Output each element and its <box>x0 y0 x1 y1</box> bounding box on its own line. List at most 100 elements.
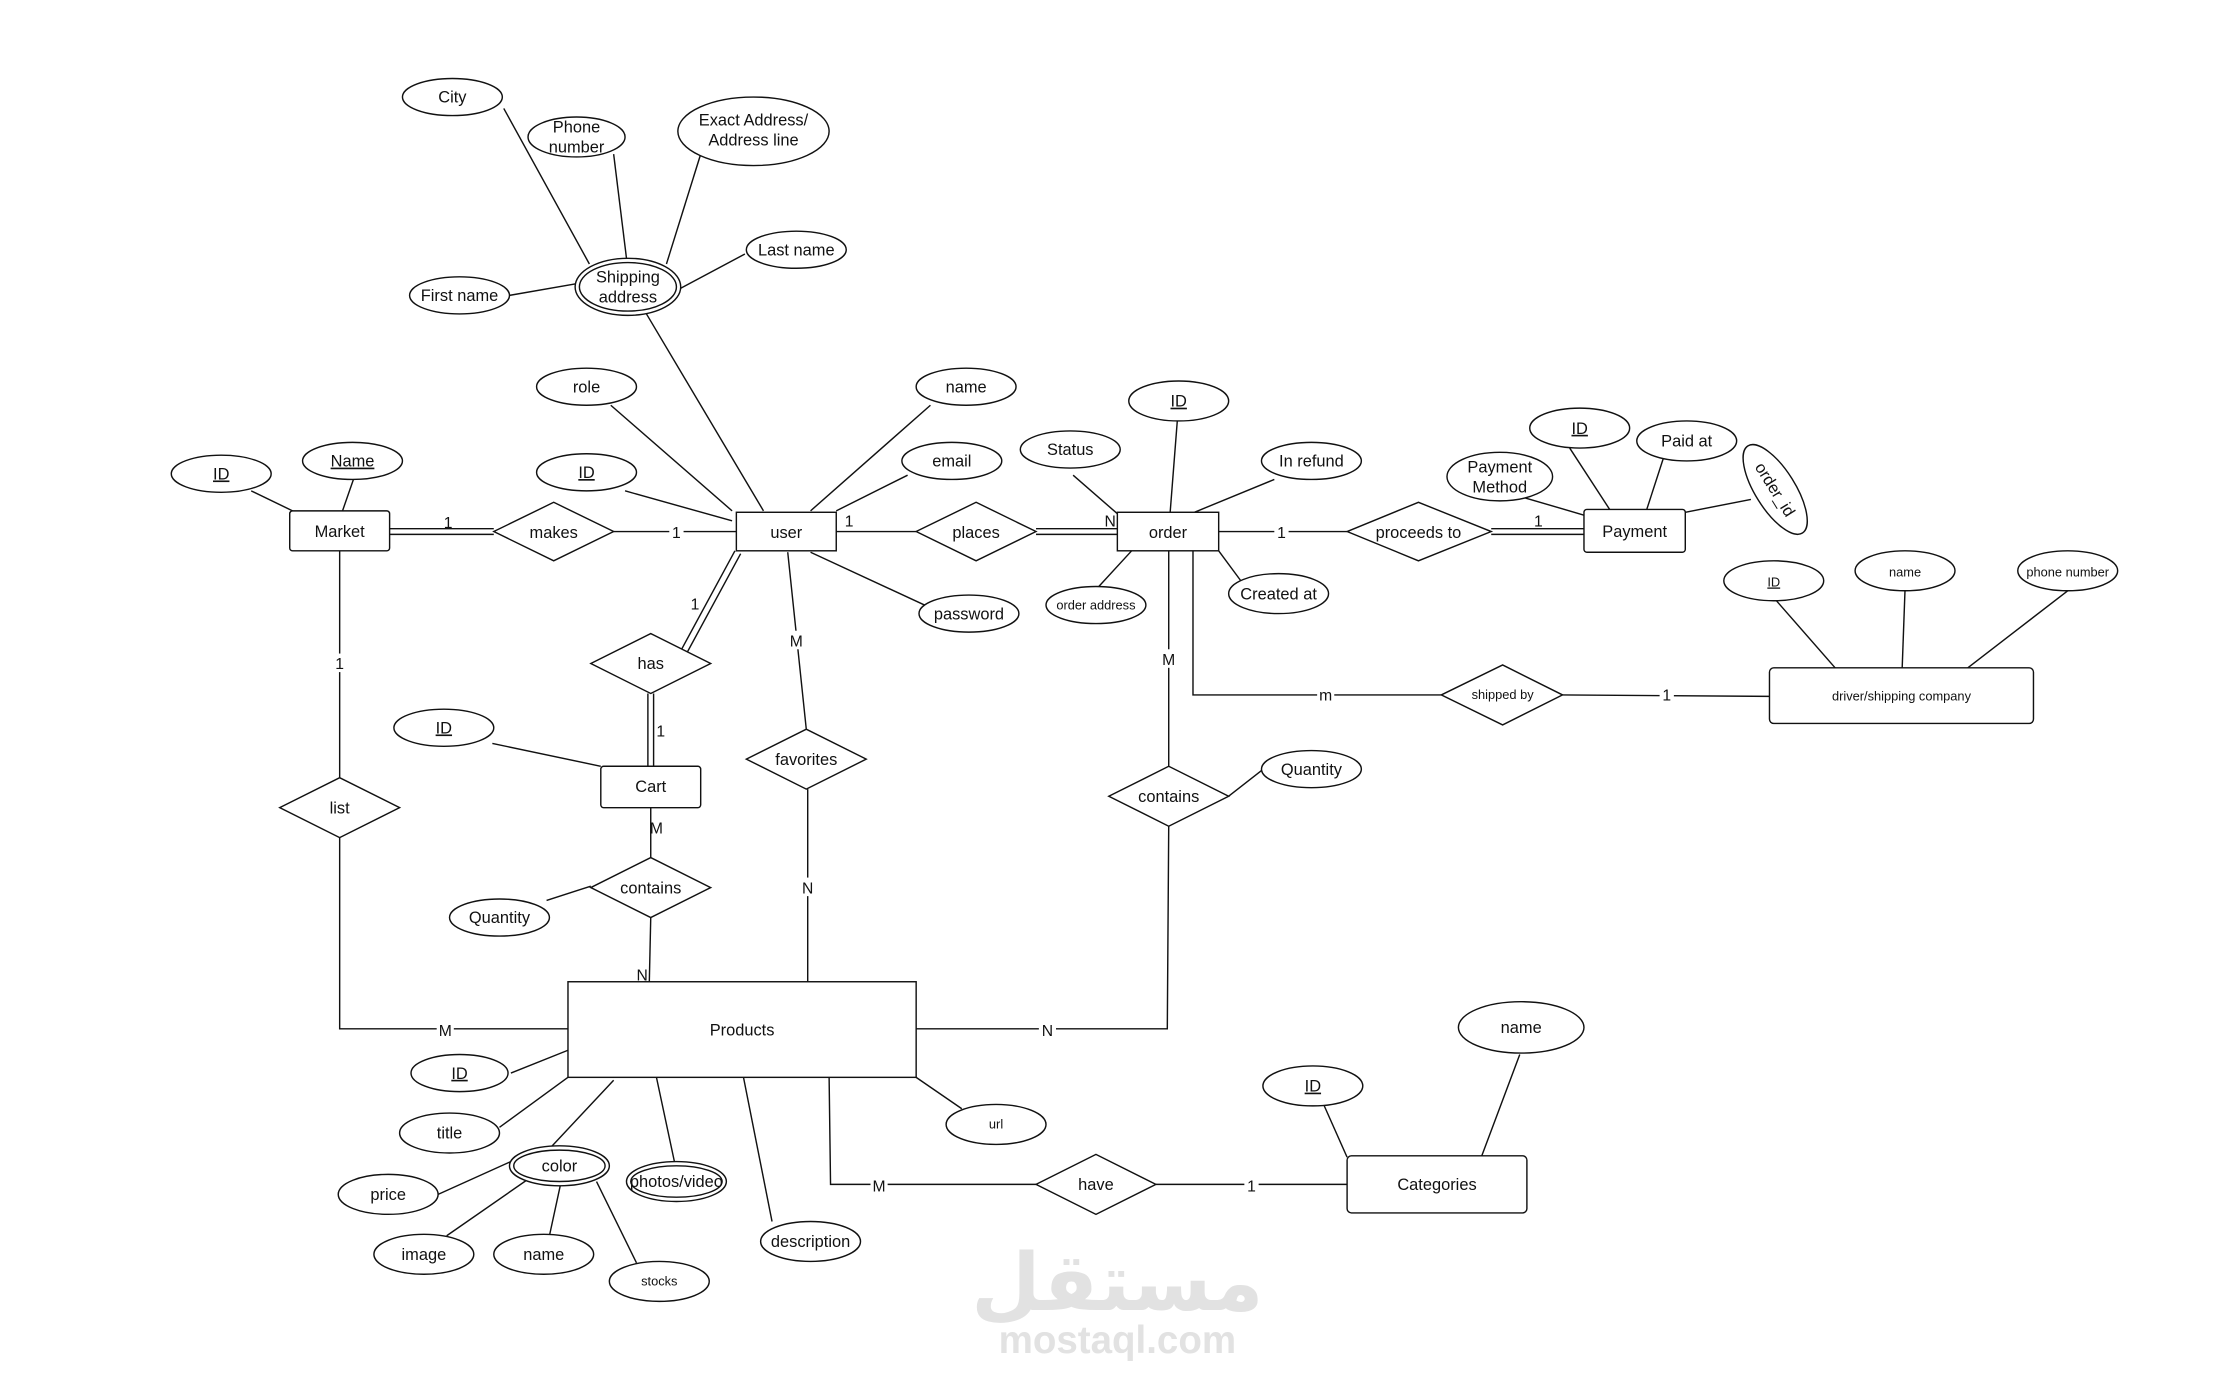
rel-order-contains[interactable]: contains <box>1107 765 1231 828</box>
attr-user-name[interactable]: name <box>915 367 1017 406</box>
svg-text:number: number <box>549 139 605 157</box>
svg-text:order: order <box>1149 524 1188 542</box>
attr-order-status[interactable]: Status <box>1019 430 1121 469</box>
attr-driver-name[interactable]: name <box>1854 550 1956 592</box>
attr-phone-number[interactable]: Phone number <box>527 116 626 158</box>
attr-product-id[interactable]: ID <box>410 1053 509 1093</box>
entity-categories[interactable]: Categories <box>1346 1155 1528 1214</box>
attributes: City Phone number Exact Address/ Address… <box>170 77 2119 1303</box>
rel-shipped-by[interactable]: shipped by <box>1439 664 1565 726</box>
card-contains-products: N <box>637 967 648 984</box>
rel-favorites[interactable]: favorites <box>744 728 868 790</box>
svg-text:color: color <box>542 1158 578 1176</box>
entity-order[interactable]: order <box>1116 511 1220 552</box>
rel-has[interactable]: has <box>589 632 713 695</box>
attr-market-name[interactable]: Name <box>301 441 404 481</box>
entity-driver-shipping-company[interactable]: driver/shipping company <box>1768 667 2035 725</box>
card-market-list: 1 <box>335 656 344 673</box>
svg-text:Name: Name <box>331 453 375 471</box>
attr-city[interactable]: City <box>401 77 504 117</box>
attr-color-stocks[interactable]: stocks <box>608 1260 710 1303</box>
card-order-contains: M <box>1162 652 1175 669</box>
attr-product-color[interactable]: color <box>508 1145 611 1187</box>
svg-text:contains: contains <box>1138 788 1199 806</box>
attr-first-name[interactable]: First name <box>408 276 511 315</box>
rel-makes[interactable]: makes <box>492 501 616 562</box>
svg-text:Status: Status <box>1047 441 1094 459</box>
entity-cart[interactable]: Cart <box>600 765 702 809</box>
attr-driver-id[interactable]: ID <box>1723 560 1825 602</box>
svg-text:url: url <box>989 1117 1003 1132</box>
attr-order-in-refund[interactable]: In refund <box>1260 441 1363 481</box>
attr-product-photos[interactable]: photos/video <box>625 1160 728 1203</box>
attr-color-image[interactable]: image <box>373 1233 475 1275</box>
attr-last-name[interactable]: Last name <box>745 230 847 269</box>
attr-order-address[interactable]: order address <box>1045 585 1147 625</box>
attr-payment-paid-at[interactable]: Paid at <box>1636 420 1738 462</box>
attr-order-quantity[interactable]: Quantity <box>1260 749 1363 789</box>
edges <box>250 108 2069 1264</box>
svg-text:Address line: Address line <box>708 132 798 150</box>
svg-text:shipped by: shipped by <box>1472 687 1535 702</box>
card-proceeds-payment: 1 <box>1534 514 1543 531</box>
attr-user-email[interactable]: email <box>901 441 1003 481</box>
svg-text:list: list <box>330 799 350 817</box>
entity-market[interactable]: Market <box>289 510 391 552</box>
card-user-has: 1 <box>691 596 700 613</box>
card-makes-user: 1 <box>672 525 681 542</box>
svg-text:name: name <box>1889 564 1921 579</box>
attr-product-url[interactable]: url <box>945 1103 1047 1146</box>
svg-text:order address: order address <box>1056 597 1135 612</box>
rel-have[interactable]: have <box>1034 1153 1158 1216</box>
svg-text:ID: ID <box>1767 574 1780 589</box>
svg-text:ID: ID <box>436 719 453 737</box>
entity-products[interactable]: Products <box>567 981 917 1079</box>
svg-text:ID: ID <box>578 464 595 482</box>
attr-user-role[interactable]: role <box>535 367 638 406</box>
svg-text:user: user <box>770 524 802 542</box>
svg-text:ID: ID <box>1171 393 1188 411</box>
attr-order-created-at[interactable]: Created at <box>1227 572 1330 615</box>
rel-places[interactable]: places <box>914 501 1038 562</box>
svg-text:description: description <box>771 1233 850 1251</box>
card-favorites-products: N <box>802 880 813 897</box>
attr-category-name[interactable]: name <box>1457 1001 1585 1054</box>
svg-text:photos/video: photos/video <box>630 1173 723 1191</box>
rel-cart-contains[interactable]: contains <box>589 856 713 919</box>
svg-text:Method: Method <box>1472 478 1527 496</box>
attr-market-id[interactable]: ID <box>170 454 272 494</box>
attr-order-id[interactable]: ID <box>1128 380 1230 422</box>
card-have-categories: 1 <box>1247 1179 1256 1196</box>
svg-text:ID: ID <box>213 465 230 483</box>
attr-driver-phone[interactable]: phone number <box>2017 550 2119 592</box>
attr-shipping-address[interactable]: Shipping address <box>574 257 682 317</box>
attr-color-name[interactable]: name <box>493 1233 595 1275</box>
attr-exact-address[interactable]: Exact Address/ Address line <box>677 96 830 167</box>
attr-product-title[interactable]: title <box>398 1112 501 1154</box>
entity-user[interactable]: user <box>735 511 837 552</box>
attr-payment-order-id[interactable]: order_id <box>1731 435 1819 543</box>
attr-category-id[interactable]: ID <box>1262 1065 1364 1107</box>
entity-payment[interactable]: Payment <box>1583 508 1687 553</box>
card-has-cart: 1 <box>656 723 665 740</box>
svg-text:ID: ID <box>451 1065 468 1083</box>
svg-text:driver/shipping company: driver/shipping company <box>1832 689 1972 704</box>
svg-text:image: image <box>402 1246 447 1264</box>
svg-text:Categories: Categories <box>1397 1176 1476 1194</box>
svg-text:proceeds to: proceeds to <box>1376 524 1462 542</box>
attr-cart-quantity[interactable]: Quantity <box>448 898 551 937</box>
svg-text:stocks: stocks <box>641 1274 677 1289</box>
attr-payment-id[interactable]: ID <box>1529 407 1631 449</box>
attr-cart-id[interactable]: ID <box>393 708 495 748</box>
attr-product-description[interactable]: description <box>759 1220 862 1263</box>
attr-user-id[interactable]: ID <box>535 453 638 492</box>
attr-user-password[interactable]: password <box>918 594 1020 633</box>
rel-list[interactable]: list <box>278 776 402 839</box>
rel-proceeds-to[interactable]: proceeds to <box>1345 501 1494 562</box>
attr-payment-method[interactable]: Payment Method <box>1446 451 1554 502</box>
attr-color-price[interactable]: price <box>337 1173 439 1216</box>
svg-text:places: places <box>952 524 999 542</box>
svg-text:ID: ID <box>1571 420 1588 438</box>
svg-text:In refund: In refund <box>1279 453 1344 471</box>
